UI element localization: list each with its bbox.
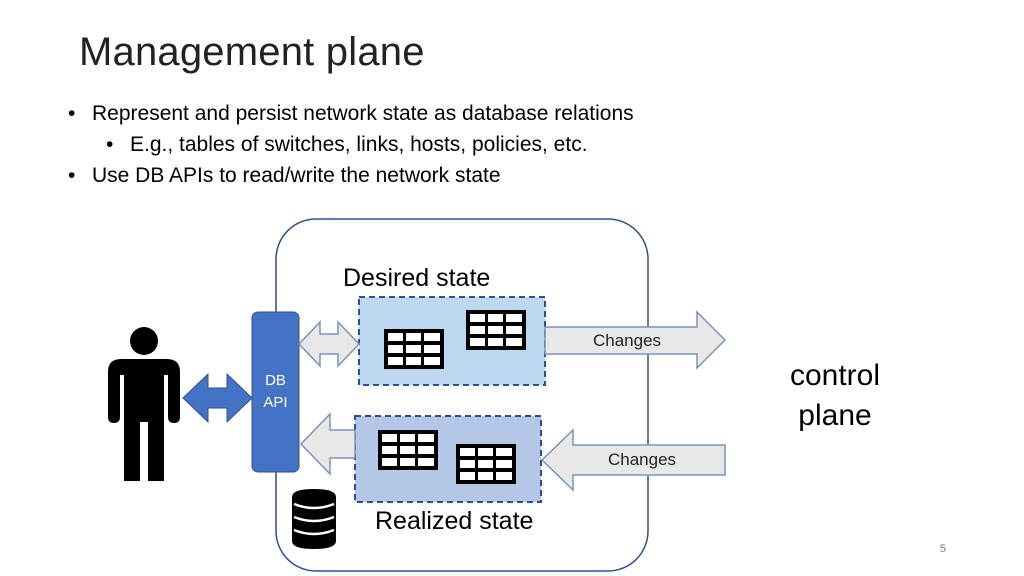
- table-icon: [378, 430, 438, 470]
- db-api-label-line2: API: [263, 394, 288, 411]
- control-plane-label-line1: control: [789, 359, 881, 392]
- realized-state-label: Realized state: [375, 507, 534, 535]
- realized-to-db-arrow: [299, 412, 356, 476]
- desired-state-label: Desired state: [343, 264, 491, 292]
- changes-in-arrow: [540, 428, 726, 492]
- table-icon: [456, 444, 516, 484]
- table-icon: [384, 329, 444, 369]
- db-api-label: DB API: [252, 370, 299, 414]
- changes-out-arrow: [544, 310, 727, 370]
- bullet-list: Represent and persist network state as d…: [68, 98, 634, 191]
- changes-out-label: Changes: [593, 331, 662, 350]
- changes-in-label: Changes: [608, 450, 677, 469]
- db-api-bar: [251, 311, 300, 473]
- control-plane-label-line2: plane: [798, 399, 872, 432]
- bullet-item: Represent and persist network state as d…: [68, 98, 634, 129]
- db-desired-double-arrow: [297, 320, 361, 368]
- page-number: 5: [939, 543, 946, 555]
- db-api-label-line1: DB: [265, 372, 286, 389]
- control-plane-label: control plane: [775, 356, 895, 436]
- user-db-double-arrow: [182, 372, 253, 424]
- table-icon: [466, 310, 526, 350]
- slide-title: Management plane: [79, 30, 425, 74]
- sub-bullet-item: E.g., tables of switches, links, hosts, …: [106, 129, 634, 160]
- person-icon: [108, 327, 180, 481]
- database-icon: [292, 489, 336, 549]
- bullet-item: Use DB APIs to read/write the network st…: [68, 160, 634, 191]
